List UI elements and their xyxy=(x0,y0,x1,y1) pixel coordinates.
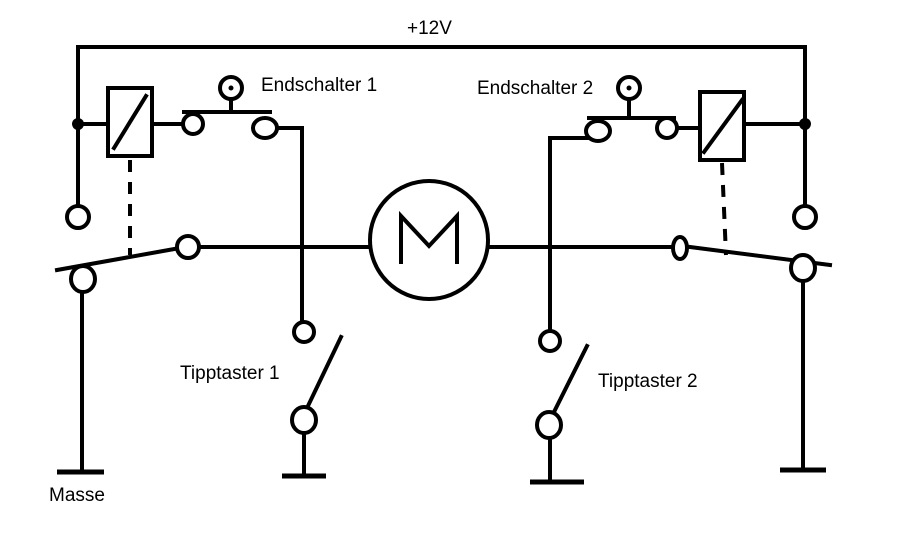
push-button-2-label: Tipptaster 2 xyxy=(598,371,698,392)
junction-node xyxy=(799,118,811,130)
supply-rail xyxy=(76,45,807,219)
motor xyxy=(368,179,490,301)
relay-2-mechanical-link xyxy=(720,162,728,256)
limit-switch-2-label: Endschalter 2 xyxy=(477,78,594,99)
changeover-switch-2 xyxy=(671,204,833,473)
relay-1 xyxy=(72,86,185,255)
changeover-switch-1 xyxy=(54,204,372,475)
ground-label: Masse xyxy=(49,485,105,506)
push-button-1-label: Tipptaster 1 xyxy=(180,363,280,384)
limit-switch-1 xyxy=(181,75,304,325)
push-button-1 xyxy=(282,320,344,479)
junction-node xyxy=(72,118,84,130)
relay-2 xyxy=(675,90,811,256)
supply-label: +12V xyxy=(407,18,452,39)
limit-switch-1-label: Endschalter 1 xyxy=(261,75,378,96)
motor-label: M xyxy=(399,202,459,282)
push-button-2 xyxy=(530,329,590,485)
limit-switch-2 xyxy=(548,75,679,334)
